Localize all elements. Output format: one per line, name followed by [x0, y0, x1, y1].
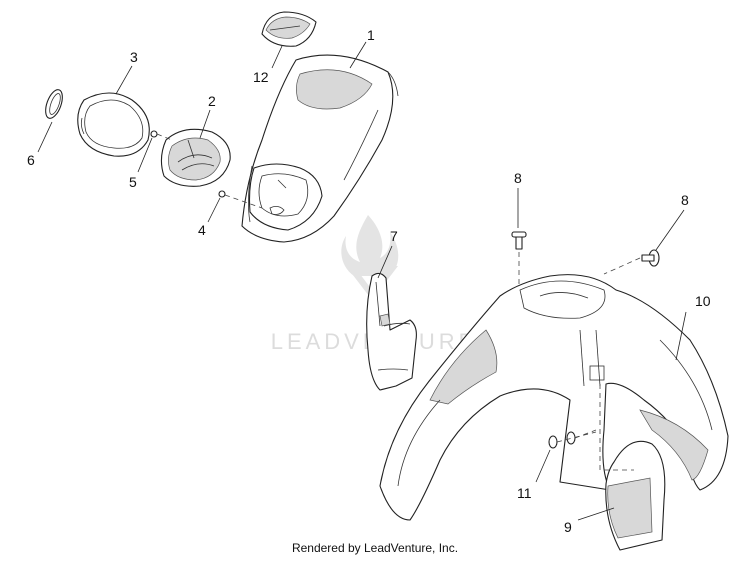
callout-labels: 1 2 3 4 5 6 7 8 8 9 10 11 12: [27, 27, 711, 535]
callout-1: 1: [367, 27, 375, 43]
part-8-bolt-b[interactable]: [603, 249, 660, 275]
part-9-mud-flap[interactable]: [599, 384, 666, 551]
callout-7: 7: [390, 228, 398, 244]
part-5-screw[interactable]: [150, 130, 173, 141]
part-6-disc[interactable]: [42, 88, 65, 121]
leader-lines: [37, 41, 687, 521]
part-2-headlight-lens[interactable]: [160, 128, 231, 187]
callout-8b: 8: [681, 192, 689, 208]
part-8-bolt-a[interactable]: [511, 231, 527, 292]
callout-10: 10: [695, 293, 711, 309]
part-1-headlight-cowl[interactable]: [241, 54, 399, 243]
part-7-bracket[interactable]: [366, 272, 417, 391]
footer-credit: Rendered by LeadVenture, Inc.: [291, 541, 459, 555]
callout-8a: 8: [514, 170, 522, 186]
callout-9: 9: [564, 519, 572, 535]
callout-11: 11: [517, 485, 532, 501]
part-3-trim-ring[interactable]: [77, 92, 150, 157]
part-10-front-fender[interactable]: [379, 274, 729, 521]
callout-12: 12: [253, 69, 269, 85]
part-4-screw[interactable]: [218, 190, 263, 209]
callout-5: 5: [129, 174, 137, 190]
callout-3: 3: [130, 49, 138, 65]
callout-6: 6: [27, 152, 35, 168]
part-12-badge[interactable]: [261, 11, 317, 47]
callout-2: 2: [208, 93, 216, 109]
part-11-screws[interactable]: [548, 429, 597, 449]
callout-4: 4: [198, 222, 206, 238]
